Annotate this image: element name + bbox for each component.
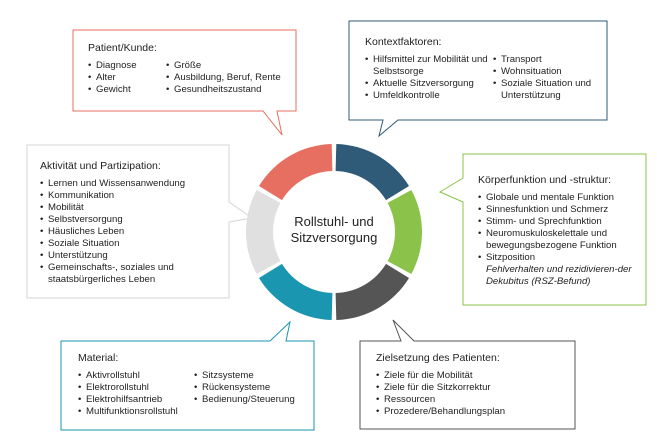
list-item: Diagnose bbox=[88, 60, 166, 72]
center-label-line1: Rollstuhl- und bbox=[294, 214, 374, 229]
sitzposition-note: Fehlverhalten und rezidivieren-der Dekub… bbox=[486, 264, 632, 287]
list-item: Prozedere/Behandlungsplan bbox=[376, 406, 572, 418]
donut-segment-kontext bbox=[335, 144, 410, 201]
list-item: Häusliches Leben bbox=[40, 226, 224, 238]
patient-title: Patient/Kunde: bbox=[88, 42, 157, 54]
koerper-box: Körperfunktion und -struktur: Globale un… bbox=[478, 174, 640, 288]
list-item: Bedienung/Steuerung bbox=[194, 394, 308, 406]
list-item: Ziele für die Sitzkorrektur bbox=[376, 382, 572, 394]
list-item: Ausbildung, Beruf, Rente bbox=[166, 72, 290, 84]
center-label-line2: Sitzversorgung bbox=[290, 230, 378, 245]
koerper-list: Globale und mentale Funktion Sinnesfunkt… bbox=[478, 192, 640, 288]
list-item: Umfeldkontrolle bbox=[365, 90, 493, 102]
list-item: Kommunikation bbox=[40, 190, 224, 202]
list-item: Elektrohilfsantrieb bbox=[78, 394, 194, 406]
list-item: Wohnsituation bbox=[493, 66, 599, 78]
donut-segment-koerper bbox=[387, 190, 423, 274]
list-item: Gesundheitszustand bbox=[166, 84, 290, 96]
material-list-2: Sitzsysteme Rückensysteme Bedienung/Steu… bbox=[194, 370, 308, 418]
kontext-box: Kontextfaktoren: Hilfsmittel zur Mobilit… bbox=[365, 36, 601, 102]
aktivitaet-box: Aktivität und Partizipation: Lernen und … bbox=[40, 160, 224, 286]
ziel-title: Zielsetzung des Patienten: bbox=[376, 352, 500, 364]
list-item: Selbstversorgung bbox=[40, 214, 224, 226]
list-item: Soziale Situation bbox=[40, 238, 224, 250]
koerper-title: Körperfunktion und -struktur: bbox=[478, 174, 612, 186]
list-item: Sitzposition Fehlverhalten und rezidivie… bbox=[478, 252, 640, 288]
patient-list-1: Diagnose Alter Gewicht bbox=[88, 60, 166, 96]
patient-list-2: Größe Ausbildung, Beruf, Rente Gesundhei… bbox=[166, 60, 290, 96]
material-title: Material: bbox=[78, 352, 119, 364]
ziel-box: Zielsetzung des Patienten: Ziele für die… bbox=[376, 352, 572, 418]
list-item: Gewicht bbox=[88, 84, 166, 96]
center-label: Rollstuhl- und Sitzversorgung bbox=[270, 214, 398, 246]
donut-segment-aktivitaet bbox=[246, 190, 281, 274]
list-item: Mobilität bbox=[40, 202, 224, 214]
list-item: Aktuelle Sitzversorgung bbox=[365, 78, 493, 90]
donut-ring bbox=[246, 144, 423, 320]
kontext-list-2: Transport Wohnsituation Soziale Situatio… bbox=[493, 54, 599, 102]
list-item: Transport bbox=[493, 54, 599, 66]
list-item: Gemeinschafts-, soziales und staatsbürge… bbox=[40, 262, 224, 286]
material-box: Material: Aktivrollstuhl Elektrorollstuh… bbox=[78, 352, 310, 418]
aktivitaet-list: Lernen und Wissensanwendung Kommunikatio… bbox=[40, 178, 224, 286]
list-item: Soziale Situation und Unterstützung bbox=[493, 78, 599, 102]
sitzposition-label: Sitzposition bbox=[486, 252, 536, 263]
list-item: Sitzsysteme bbox=[194, 370, 308, 382]
donut-segment-material bbox=[258, 263, 333, 320]
list-item: Elektrorollstuhl bbox=[78, 382, 194, 394]
list-item: Rückensysteme bbox=[194, 382, 308, 394]
list-item: Ressourcen bbox=[376, 394, 572, 406]
list-item: Alter bbox=[88, 72, 166, 84]
donut-segment-patient bbox=[258, 144, 333, 201]
kontext-title: Kontextfaktoren: bbox=[365, 36, 442, 48]
list-item: Unterstützung bbox=[40, 250, 224, 262]
kontext-list-1: Hilfsmittel zur Mobilität und Selbstsorg… bbox=[365, 54, 493, 102]
list-item: Aktivrollstuhl bbox=[78, 370, 194, 382]
ziel-list: Ziele für die Mobilität Ziele für die Si… bbox=[376, 370, 572, 418]
donut-segment-ziel bbox=[335, 263, 410, 320]
material-list-1: Aktivrollstuhl Elektrorollstuhl Elektroh… bbox=[78, 370, 194, 418]
list-item: Neuromuskuloskelettale und bewegungsbezo… bbox=[478, 228, 640, 252]
list-item: Größe bbox=[166, 60, 290, 72]
patient-box: Patient/Kunde: Diagnose Alter Gewicht Gr… bbox=[88, 42, 292, 96]
list-item: Stimm- und Sprechfunktion bbox=[478, 216, 640, 228]
list-item: Globale und mentale Funktion bbox=[478, 192, 640, 204]
list-item: Hilfsmittel zur Mobilität und Selbstsorg… bbox=[365, 54, 493, 78]
list-item: Multifunktionsrollstuhl bbox=[78, 406, 194, 418]
list-item: Lernen und Wissensanwendung bbox=[40, 178, 224, 190]
list-item: Sinnesfunktion und Schmerz bbox=[478, 204, 640, 216]
list-item: Ziele für die Mobilität bbox=[376, 370, 572, 382]
aktivitaet-title: Aktivität und Partizipation: bbox=[40, 160, 161, 172]
